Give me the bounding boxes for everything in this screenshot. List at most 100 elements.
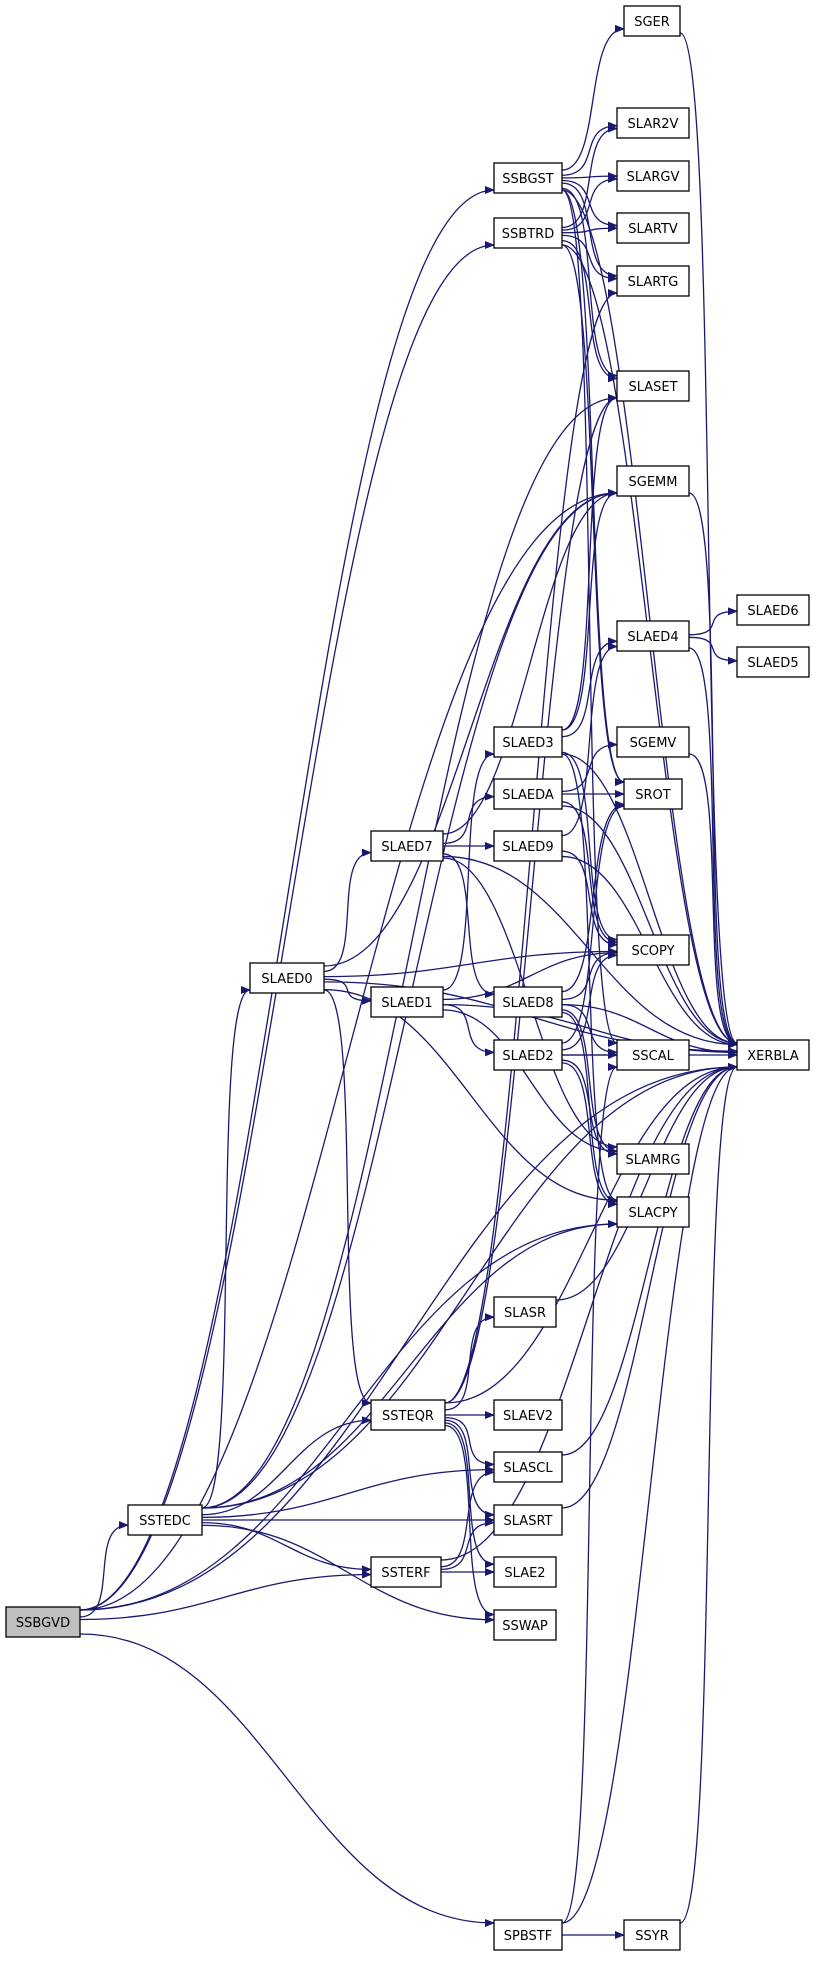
edge-ssbtrd-to-slaset bbox=[561, 240, 618, 383]
node-label: XERBLA bbox=[747, 1049, 799, 1064]
edge-slaed1-to-slaed3 bbox=[442, 750, 495, 991]
node-sswap[interactable]: SSWAP bbox=[493, 1609, 557, 1641]
edge-ssbgst-to-sger bbox=[561, 24, 625, 171]
node-box bbox=[493, 1504, 563, 1536]
node-sgemm[interactable]: SGEMM bbox=[616, 465, 690, 497]
node-box bbox=[370, 986, 444, 1018]
edge-slaed4-to-xerbla bbox=[688, 647, 738, 1047]
node-slascl[interactable]: SLASCL bbox=[493, 1451, 563, 1483]
node-srot[interactable]: SROT bbox=[623, 778, 683, 810]
node-box bbox=[616, 620, 690, 652]
node-slar2v[interactable]: SLAR2V bbox=[616, 107, 690, 139]
node-slaed1[interactable]: SLAED1 bbox=[370, 986, 444, 1018]
node-slartv[interactable]: SLARTV bbox=[616, 212, 690, 244]
node-label: SPBSTF bbox=[504, 1929, 552, 1944]
node-ssbtrd[interactable]: SSBTRD bbox=[493, 217, 563, 249]
node-box bbox=[370, 830, 444, 862]
node-box bbox=[616, 934, 690, 966]
node-label: SLAED3 bbox=[502, 736, 553, 751]
edge-spbstf-to-sscal bbox=[561, 1063, 618, 1924]
node-label: SGEMM bbox=[629, 475, 678, 490]
node-box bbox=[249, 962, 325, 994]
node-sscal[interactable]: SSCAL bbox=[616, 1039, 690, 1071]
node-slaed0[interactable]: SLAED0 bbox=[249, 962, 325, 994]
node-slaed8[interactable]: SLAED8 bbox=[493, 986, 563, 1018]
node-slasrt[interactable]: SLASRT bbox=[493, 1504, 563, 1536]
node-label: SSCAL bbox=[632, 1049, 674, 1064]
node-slartg[interactable]: SLARTG bbox=[616, 265, 690, 297]
edge-slasrt-to-xerbla bbox=[561, 1063, 738, 1509]
node-label: SLAED4 bbox=[627, 630, 678, 645]
edge-slaed1-to-slaed2 bbox=[442, 1004, 495, 1057]
node-box bbox=[370, 1556, 442, 1588]
node-sgemv[interactable]: SGEMV bbox=[616, 726, 690, 758]
node-label: SLAEV2 bbox=[503, 1409, 553, 1424]
edge-slaeda-to-xerbla bbox=[561, 805, 738, 1047]
node-box bbox=[616, 1039, 690, 1071]
node-scopy[interactable]: SCOPY bbox=[616, 934, 690, 966]
node-xerbla[interactable]: XERBLA bbox=[736, 1039, 810, 1071]
node-slaed2[interactable]: SLAED2 bbox=[493, 1039, 563, 1071]
node-box bbox=[493, 986, 563, 1018]
node-slamrg[interactable]: SLAMRG bbox=[616, 1143, 690, 1175]
node-label: SLAED7 bbox=[381, 840, 432, 855]
edge-slaed0-to-scopy bbox=[323, 947, 618, 978]
node-box bbox=[493, 1556, 557, 1588]
edge-ssbgst-to-xerbla bbox=[561, 189, 738, 1047]
edge-ssteqr-to-slasrt bbox=[444, 1419, 495, 1519]
node-label: SLACPY bbox=[628, 1206, 677, 1221]
edge-ssbtrd-to-srot bbox=[561, 244, 625, 786]
node-slaed3[interactable]: SLAED3 bbox=[493, 726, 563, 758]
edge-ssbgvd-to-sstedc bbox=[79, 1521, 129, 1618]
node-box bbox=[736, 594, 810, 626]
node-box bbox=[616, 265, 690, 297]
node-ssbgst[interactable]: SSBGST bbox=[493, 162, 563, 194]
node-label: SLAED5 bbox=[747, 656, 798, 671]
node-slacpy[interactable]: SLACPY bbox=[616, 1196, 690, 1228]
node-box bbox=[616, 160, 690, 192]
node-box bbox=[370, 1399, 446, 1431]
edge-sstedc-to-slascl bbox=[201, 1465, 495, 1518]
node-slaed5[interactable]: SLAED5 bbox=[736, 646, 810, 678]
node-label: SLASET bbox=[628, 380, 677, 395]
node-label: SLASCL bbox=[503, 1461, 553, 1476]
node-slae2[interactable]: SLAE2 bbox=[493, 1556, 557, 1588]
node-ssterf[interactable]: SSTERF bbox=[370, 1556, 442, 1588]
edge-slaed3-to-xerbla bbox=[561, 753, 738, 1047]
node-spbstf[interactable]: SPBSTF bbox=[493, 1919, 563, 1951]
node-ssteqr[interactable]: SSTEQR bbox=[370, 1399, 446, 1431]
node-slaev2[interactable]: SLAEV2 bbox=[493, 1399, 563, 1431]
edge-slaed7-to-slaeda bbox=[442, 792, 495, 845]
edge-ssyr-to-xerbla bbox=[679, 1063, 738, 1924]
edge-slaed2-to-slacpy bbox=[561, 1062, 618, 1209]
edge-slaed0-to-slaed7 bbox=[323, 848, 372, 973]
edge-slaed9-to-slaed4 bbox=[561, 642, 618, 837]
node-slargv[interactable]: SLARGV bbox=[616, 160, 690, 192]
edge-sstedc-to-sswap bbox=[201, 1524, 495, 1624]
node-label: SLASRT bbox=[504, 1514, 553, 1529]
node-slaed7[interactable]: SLAED7 bbox=[370, 830, 444, 862]
node-slaset[interactable]: SLASET bbox=[616, 370, 690, 402]
node-box bbox=[493, 1609, 557, 1641]
node-slaed6[interactable]: SLAED6 bbox=[736, 594, 810, 626]
edge-slaed9-to-scopy bbox=[561, 850, 618, 949]
node-box bbox=[623, 778, 683, 810]
node-slaed4[interactable]: SLAED4 bbox=[616, 620, 690, 652]
node-ssyr[interactable]: SSYR bbox=[623, 1919, 681, 1951]
node-label: SSTEQR bbox=[382, 1409, 434, 1424]
node-ssbgvd[interactable]: SSBGVD bbox=[5, 1606, 81, 1638]
edge-slaed3-to-scopy bbox=[561, 751, 618, 944]
edge-slaed2-to-slamrg bbox=[561, 1059, 618, 1158]
node-slaeda[interactable]: SLAEDA bbox=[493, 778, 563, 810]
node-label: SSBTRD bbox=[502, 227, 554, 242]
edge-slaed1-to-scopy bbox=[442, 948, 618, 1001]
edge-sstedc-to-slacpy bbox=[201, 1220, 618, 1509]
edge-slaed0-to-ssteqr bbox=[323, 989, 372, 1407]
edge-slaed4-to-slaed6 bbox=[688, 607, 738, 636]
edge-slaed0-to-sgemm bbox=[323, 489, 618, 967]
node-slasr[interactable]: SLASR bbox=[493, 1296, 557, 1328]
node-sger[interactable]: SGER bbox=[623, 5, 681, 37]
node-sstedc[interactable]: SSTEDC bbox=[127, 1504, 203, 1536]
node-slaed9[interactable]: SLAED9 bbox=[493, 830, 563, 862]
